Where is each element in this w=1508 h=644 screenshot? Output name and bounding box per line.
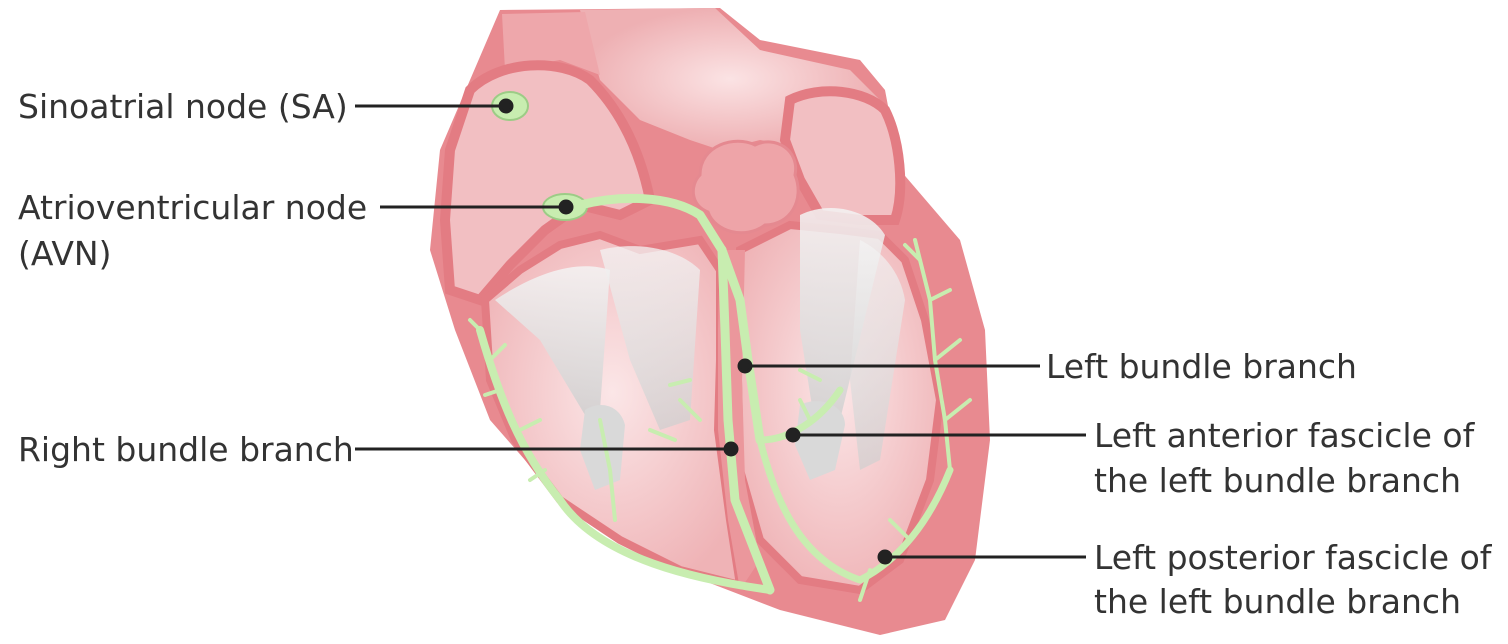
label-left-anterior-fascicle-line2: the left bundle branch [1094,461,1461,500]
label-sa-node: Sinoatrial node (SA) [18,87,348,126]
label-right-bundle-branch: Right bundle branch [18,430,354,469]
label-left-anterior-fascicle-line1: Left anterior fascicle of [1094,416,1476,455]
leader-sa-dot [500,100,512,112]
leader-laf-dot [787,429,799,441]
leader-lpf-dot [879,551,891,563]
leader-rbb-dot [725,443,737,455]
label-av-node-abbrev: (AVN) [18,234,111,273]
leader-lbb-dot [739,360,751,372]
label-left-posterior-fascicle-line1: Left posterior fascicle of [1094,538,1493,577]
label-left-posterior-fascicle-line2: the left bundle branch [1094,582,1461,621]
label-av-node: Atrioventricular node [18,188,367,227]
leader-avn-dot [560,201,572,213]
label-left-bundle-branch: Left bundle branch [1046,347,1357,386]
